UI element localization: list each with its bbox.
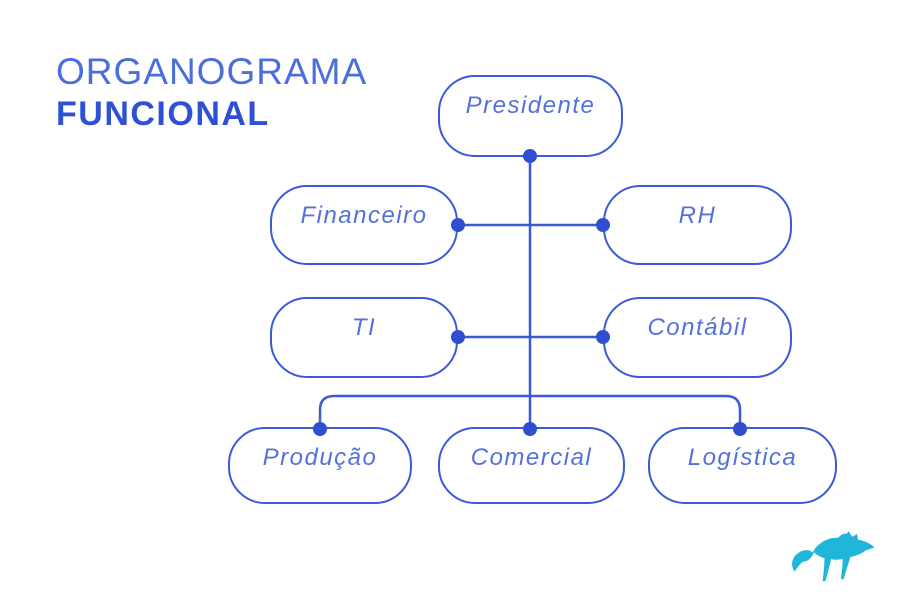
org-node-label: TI [351, 314, 377, 341]
org-node-contabil: Contábil [603, 297, 792, 378]
org-node-label: RH [678, 202, 717, 229]
org-node-logistica: Logística [648, 427, 837, 504]
page-title: ORGANOGRAMA FUNCIONAL [56, 50, 367, 134]
connector-bottom-row [318, 394, 742, 427]
org-node-label: Financeiro [300, 202, 428, 229]
org-node-rh: RH [603, 185, 792, 265]
title-line-2: FUNCIONAL [56, 94, 270, 133]
org-node-label: Comercial [470, 444, 593, 471]
org-node-ti: TI [270, 297, 458, 378]
org-node-producao: Produção [228, 427, 412, 504]
org-node-label: Logística [687, 444, 798, 471]
org-node-financeiro: Financeiro [270, 185, 458, 265]
fox-logo [792, 531, 875, 582]
org-node-comercial: Comercial [438, 427, 625, 504]
title-line-1: ORGANOGRAMA [56, 51, 368, 92]
org-node-presidente: Presidente [438, 75, 623, 157]
org-node-label: Contábil [647, 314, 748, 341]
org-node-label: Produção [262, 444, 378, 471]
org-node-label: Presidente [465, 92, 596, 119]
